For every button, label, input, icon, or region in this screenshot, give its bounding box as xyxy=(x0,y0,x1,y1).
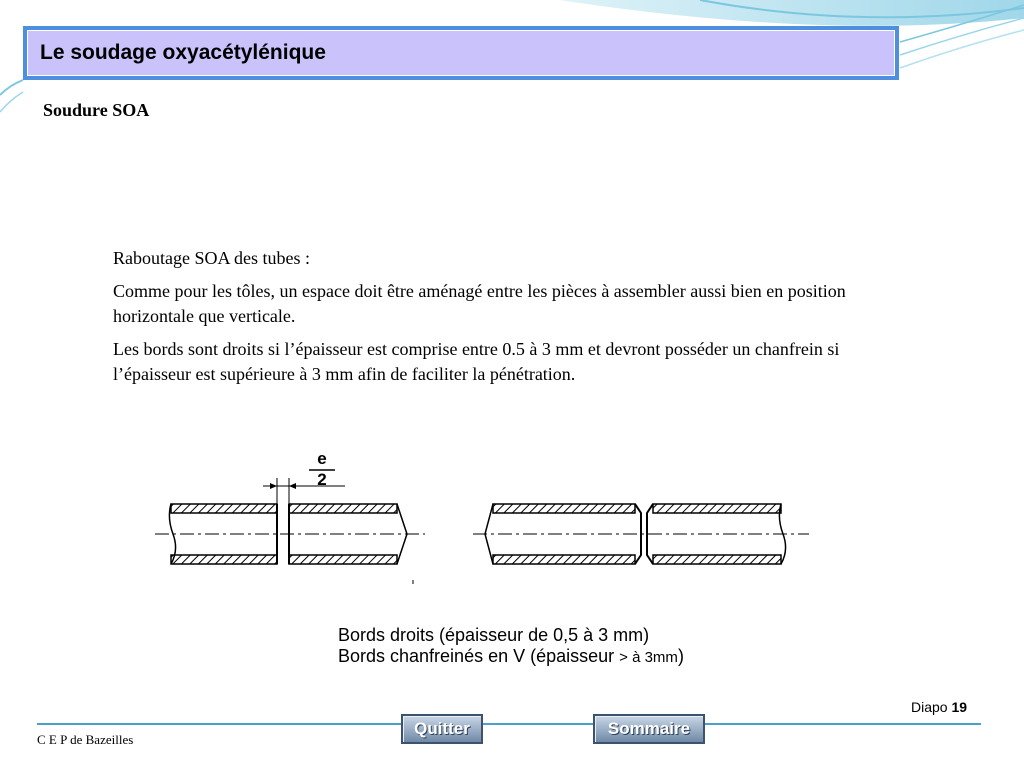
title-panel: Le soudage oxyacétylénique xyxy=(27,30,895,76)
header-decoration xyxy=(0,0,1024,113)
caption-chamfered: Bords chanfreinés en V (épaisseur > à 3m… xyxy=(338,646,684,668)
slide-subtitle: Soudure SOA xyxy=(43,100,150,120)
caption-chamfered-text: Bords chanfreinés en V (épaisseur xyxy=(338,646,620,666)
caption-close: ) xyxy=(677,646,684,666)
body-text: Raboutage SOA des tubes : Comme pour les… xyxy=(113,246,903,395)
tube-diagram: e 2 xyxy=(155,449,809,584)
figure-caption: Bords droits (épaisseur de 0,5 à 3 mm) B… xyxy=(338,625,684,668)
chamfered-edge-tubes xyxy=(473,503,809,565)
paragraph-intro: Raboutage SOA des tubes : xyxy=(113,248,310,268)
straight-edge-tubes: e 2 xyxy=(155,449,425,565)
footer-divider xyxy=(37,723,981,725)
caption-straight: Bords droits (épaisseur de 0,5 à 3 mm) xyxy=(338,625,650,645)
organization-name: C E P de Bazeilles xyxy=(37,732,134,747)
quit-button[interactable]: Quitter xyxy=(401,714,483,744)
title-bar: Le soudage oxyacétylénique xyxy=(23,26,899,80)
slide-title: Le soudage oxyacétylénique xyxy=(40,41,326,64)
slide-label: Diapo xyxy=(911,699,948,715)
caption-threshold: > à 3mm xyxy=(619,649,678,666)
summary-button[interactable]: Sommaire xyxy=(593,714,705,744)
tube-joint-figure: e 2 Bords droits (épaisseur de 0,5 à 3 m… xyxy=(123,418,893,696)
paragraph-spacing: Comme pour les tôles, un espace doit êtr… xyxy=(113,281,846,326)
slide-number: 19 xyxy=(951,699,968,715)
slide-counter: Diapo 19 xyxy=(911,699,967,715)
dimension-2: 2 xyxy=(317,470,326,489)
dimension-e: e xyxy=(317,449,326,468)
paragraph-edges: Les bords sont droits si l’épaisseur est… xyxy=(113,339,840,384)
